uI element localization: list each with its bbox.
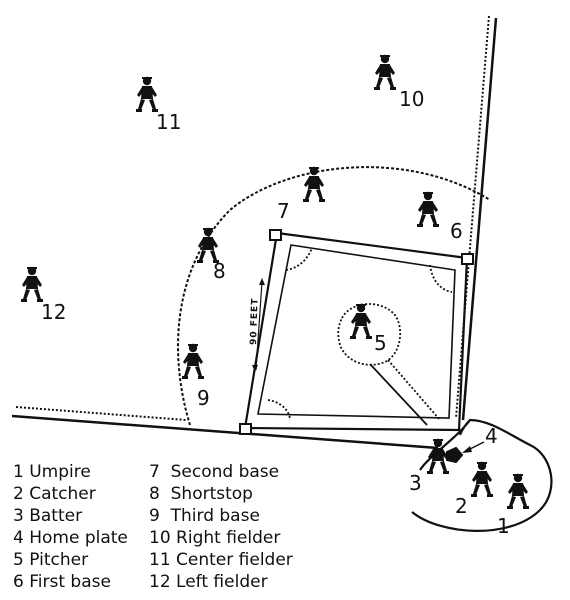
- home-plate-pointer: [462, 441, 485, 453]
- legend-item: 5 Pitcher: [13, 550, 89, 570]
- label-4-home-plate: 4: [485, 424, 498, 448]
- third-base-fielder-figure: [182, 343, 204, 379]
- legend-item: 7 Second base: [149, 462, 280, 482]
- third-base-bag: [239, 423, 252, 435]
- legend-item: 10 Right fielder: [149, 528, 281, 548]
- label-1-umpire: 1: [497, 514, 510, 538]
- center-fielder-figure: [136, 76, 158, 112]
- legend-item: 12 Left fielder: [149, 572, 268, 592]
- label-9-third-base: 9: [197, 386, 210, 410]
- label-3-batter: 3: [409, 471, 422, 495]
- infield-diamond: [243, 231, 469, 432]
- right-foul-line: [461, 17, 498, 421]
- label-10-right-fielder: 10: [399, 87, 424, 111]
- bases: [239, 229, 474, 464]
- label-8-shortstop: 8: [213, 259, 226, 283]
- legend-item: 3 Batter: [13, 506, 83, 526]
- distance-label: 90 FEET: [249, 298, 261, 346]
- label-7-second-base: 7: [277, 199, 290, 223]
- legend-right-column: 7 Second base 8 Shortstop 9 Third base 1…: [149, 461, 293, 593]
- right-fielder-figure: [374, 54, 396, 90]
- legend-item: 9 Third base: [149, 506, 260, 526]
- pitcher-figure: [350, 303, 372, 339]
- pitchers-mound: [337, 303, 402, 366]
- legend-item: 2 Catcher: [13, 484, 96, 504]
- catcher-figure: [471, 461, 493, 497]
- position-numbers: 1 2 3 4 5 6 7 8 9 10 11 12: [41, 87, 510, 538]
- basepath-mound-home: [369, 359, 441, 426]
- players: [21, 54, 529, 509]
- second-base-fielder-figure: [303, 166, 325, 202]
- first-base-bag: [461, 253, 474, 265]
- legend-item: 4 Home plate: [13, 528, 128, 548]
- umpire-figure: [507, 473, 529, 509]
- label-2-catcher: 2: [455, 494, 468, 518]
- legend-item: 6 First base: [13, 572, 111, 592]
- foul-lines: [11, 15, 498, 450]
- infield-arc: [177, 166, 491, 426]
- legend-item: 1 Umpire: [13, 462, 91, 482]
- label-6-first-base: 6: [450, 219, 463, 243]
- shortstop-figure: [197, 227, 219, 263]
- left-foul-line-inner: [15, 406, 187, 421]
- home-plate-circle: [411, 418, 553, 532]
- left-foul-line: [11, 414, 439, 450]
- second-base-bag: [269, 229, 282, 241]
- label-12-left-fielder: 12: [41, 300, 66, 324]
- legend-left-column: 1 Umpire 2 Catcher 3 Batter 4 Home plate…: [13, 461, 128, 593]
- legend-item: 11 Center fielder: [149, 550, 293, 570]
- left-fielder-figure: [21, 266, 43, 302]
- infield-grass-corners: [267, 247, 453, 421]
- label-11-center-fielder: 11: [156, 110, 181, 134]
- right-foul-line-inner: [455, 15, 490, 419]
- label-5-pitcher: 5: [374, 331, 387, 355]
- first-base-fielder-figure: [417, 191, 439, 227]
- home-plate: [446, 446, 464, 464]
- legend-item: 8 Shortstop: [149, 484, 253, 504]
- distance-indicator: 90 FEET: [249, 278, 265, 372]
